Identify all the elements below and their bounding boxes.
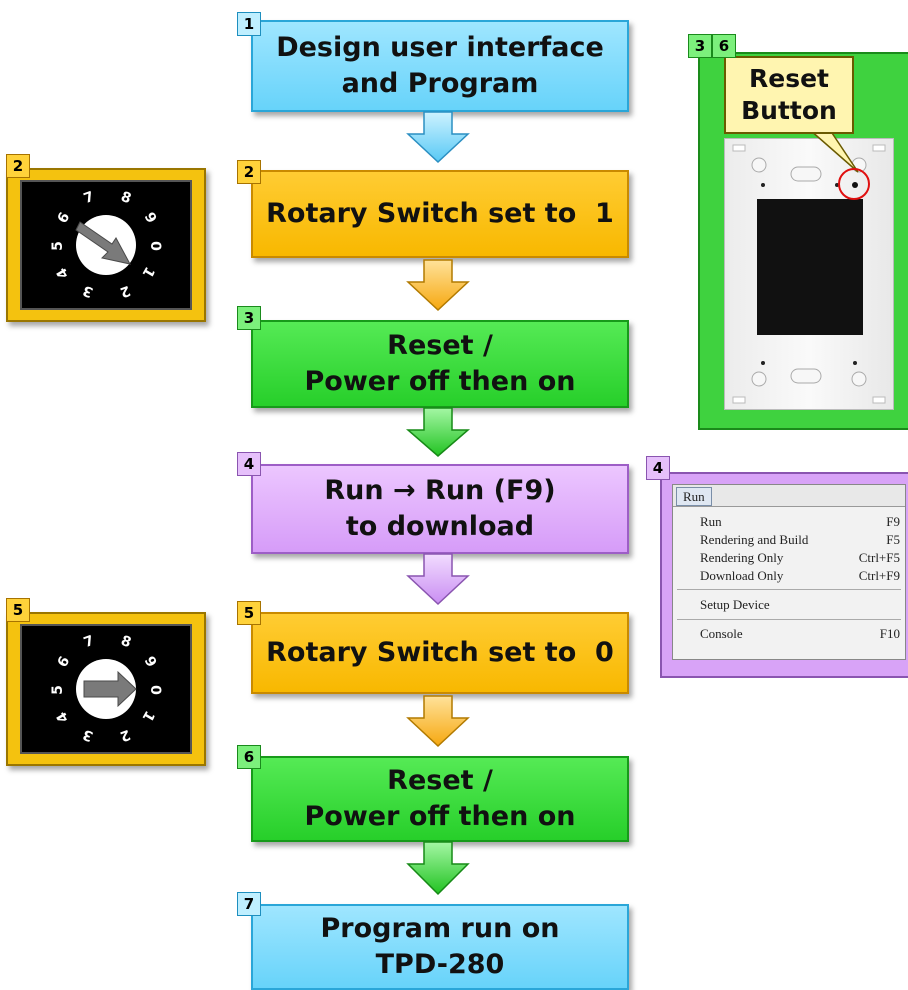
dial2-digit-1: 1: [139, 708, 158, 724]
step-7-line-2: TPD-280: [375, 949, 505, 980]
step-1-box: Design user interface and Program: [251, 20, 629, 112]
step-6-number-badge: 6: [237, 745, 261, 769]
menu-item-rendering-and-build-shortcut: F5: [886, 532, 900, 547]
dial2-digit-5: 5: [50, 685, 66, 695]
step-3-number-badge: 3: [237, 306, 261, 330]
callout-line-1: Reset: [748, 64, 829, 93]
step-2-box: Rotary Switch set to 1: [251, 170, 629, 258]
step-1-line-2: and Program: [341, 68, 539, 99]
callout-line-2: Button: [741, 96, 837, 125]
menu-bar: Run: [673, 485, 905, 507]
menu-item-download-only-shortcut: Ctrl+F9: [858, 568, 900, 583]
dial1-digit-4: 4: [54, 265, 73, 282]
step-5-label: Rotary Switch set to 0: [266, 637, 614, 668]
step-4-number-badge: 4: [237, 452, 261, 476]
dial1-digit-2: 2: [118, 282, 133, 300]
dial2-digit-7: 7: [82, 633, 97, 651]
menu-item-console[interactable]: Console F10: [700, 625, 900, 643]
step-2-label: Rotary Switch set to 1: [266, 198, 614, 229]
dial2-digit-9: 9: [141, 654, 160, 670]
rotary-switch-panel-2: 7 8 9 0 1 2 3 4 5 6 5: [6, 598, 206, 766]
device-photo: [724, 138, 894, 410]
dial1-digit-7: 7: [82, 189, 97, 207]
device-panel-badge-3: 3: [688, 34, 712, 58]
menu-item-download-only-label: Download Only: [700, 568, 784, 583]
menu-run-title[interactable]: Run: [676, 487, 712, 506]
step-3-box: Reset / Power off then on: [251, 320, 629, 408]
dial1-digit-0: 0: [147, 241, 163, 251]
dial1-pointer-arrow: [75, 221, 131, 265]
menu-separator-2: [677, 619, 901, 620]
menu-item-run-shortcut: F9: [886, 514, 900, 529]
menu-item-run[interactable]: Run F9: [700, 513, 900, 531]
arrow-down-4: [406, 553, 470, 606]
dial2-digit-8: 8: [119, 633, 134, 651]
dial1-digit-1: 1: [139, 264, 158, 280]
rotary-panel-1-badge: 2: [6, 154, 30, 178]
menu-item-run-label: Run: [700, 514, 722, 529]
rotary-panel-2-badge: 5: [6, 598, 30, 622]
menu-item-rendering-and-build[interactable]: Rendering and Build F5: [700, 531, 900, 549]
device-panel-badge-6: 6: [712, 34, 736, 58]
arrow-down-1: [406, 111, 470, 164]
menu-item-rendering-only-shortcut: Ctrl+F5: [858, 550, 900, 565]
menu-item-console-label: Console: [700, 626, 743, 641]
step-4-line-1: Run → Run (F9): [324, 475, 556, 506]
dial2-pointer-arrow: [83, 670, 137, 708]
menu-item-console-shortcut: F10: [879, 626, 900, 641]
arrow-down-2: [406, 259, 470, 312]
dial2-digit-6: 6: [55, 654, 74, 670]
step-6-box: Reset / Power off then on: [251, 756, 629, 842]
step-7-line-1: Program run on: [320, 913, 560, 944]
step-3-line-1: Reset /: [387, 330, 493, 361]
reset-button-highlight-circle: [838, 168, 870, 200]
menu-item-rendering-only[interactable]: Rendering Only Ctrl+F5: [700, 549, 900, 567]
dial1-digit-5: 5: [50, 241, 66, 251]
step-2-number-badge: 2: [237, 160, 261, 184]
dial1-digit-9: 9: [141, 210, 160, 226]
step-4-line-2: to download: [345, 511, 535, 542]
step-6-line-2: Power off then on: [304, 801, 576, 832]
menu-separator-1: [677, 589, 901, 590]
step-4-box: Run → Run (F9) to download: [251, 464, 629, 554]
step-3-line-2: Power off then on: [304, 366, 576, 397]
menu-item-rendering-only-label: Rendering Only: [700, 550, 784, 565]
step-1-line-1: Design user interface: [276, 32, 604, 63]
dial2-digit-3: 3: [81, 726, 96, 744]
menu-item-download-only[interactable]: Download Only Ctrl+F9: [700, 567, 900, 585]
menu-item-rendering-and-build-label: Rendering and Build: [700, 532, 809, 547]
arrow-down-3: [405, 407, 471, 457]
step-5-box: Rotary Switch set to 0: [251, 612, 629, 694]
step-7-box: Program run on TPD-280: [251, 904, 629, 990]
dial1-digit-3: 3: [81, 282, 96, 300]
rotary-switch-dial-1: 7 8 9 0 1 2 3 4 5 6: [50, 189, 163, 300]
dial2-digit-2: 2: [118, 726, 133, 744]
step-7-number-badge: 7: [237, 892, 261, 916]
menu-item-setup-device-label: Setup Device: [700, 597, 770, 612]
arrow-down-5: [406, 695, 470, 748]
rotary-switch-panel-1: 7 8 9 0 1 2 3 4 5 6 2: [6, 154, 206, 322]
dial1-digit-8: 8: [119, 189, 134, 207]
dial1-digit-6: 6: [55, 210, 74, 226]
step-1-number-badge: 1: [237, 12, 261, 36]
menu-item-setup-device[interactable]: Setup Device: [700, 596, 900, 614]
dial2-digit-4: 4: [54, 709, 73, 726]
dial2-digit-0: 0: [147, 685, 163, 695]
step-6-line-1: Reset /: [387, 765, 493, 796]
menu-panel-badge: 4: [646, 456, 670, 480]
device-outline: [732, 144, 886, 404]
arrow-down-6: [406, 841, 470, 896]
rotary-switch-dial-2: 7 8 9 0 1 2 3 4 5 6: [50, 633, 163, 744]
step-5-number-badge: 5: [237, 601, 261, 625]
